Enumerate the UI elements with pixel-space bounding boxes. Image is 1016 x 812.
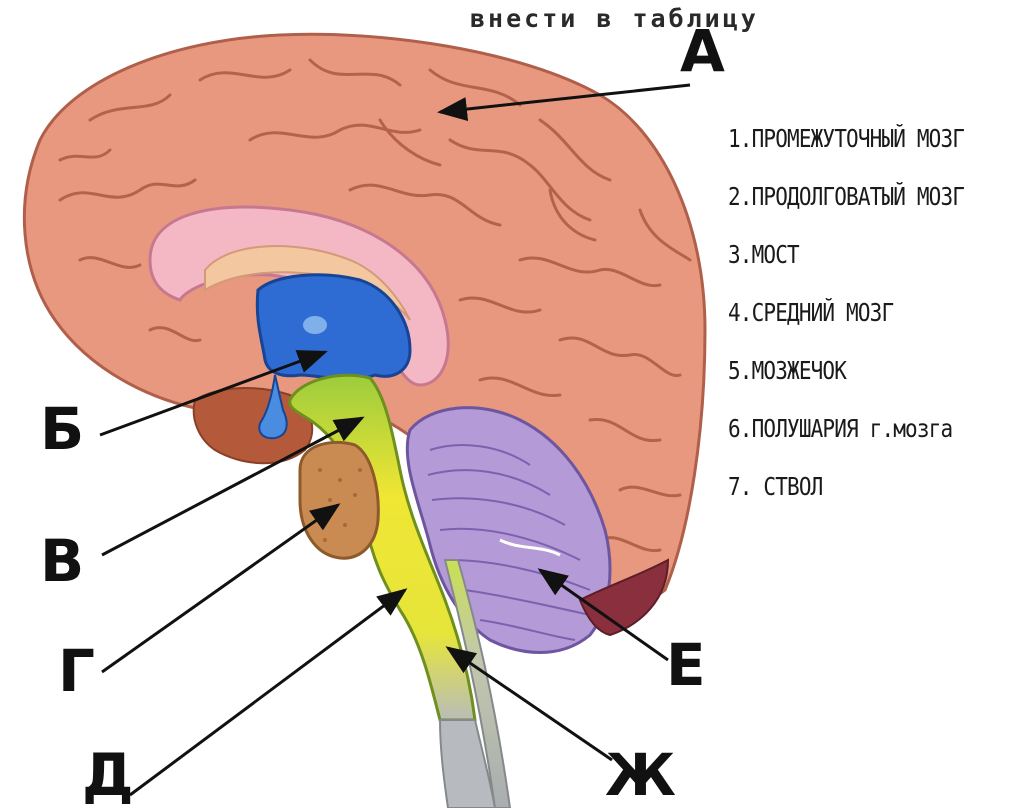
label-B: Б [40,400,84,458]
label-V: В [40,532,84,590]
pons [300,442,378,558]
label-A: А [680,22,725,80]
legend-item: 1.ПРОМЕЖУТОЧНЫЙ МОЗГ [728,124,964,154]
label-E: Е [666,636,706,694]
arrow-D [130,590,405,795]
label-ZH: Ж [605,746,676,804]
legend-item: 2.ПРОДОЛГОВАТЫЙ МОЗГ [728,182,964,212]
label-G: Г [58,642,95,700]
arrow-G [102,505,338,672]
label-D: Д [82,746,134,804]
thalamus-highlight [303,316,327,334]
legend-item: 5.МОЗЖЕЧОК [728,356,964,386]
legend-item: 6.ПОЛУШАРИЯ г.мозга [728,414,964,444]
legend-item: 3.МОСТ [728,240,964,270]
legend-item: 4.СРЕДНИЙ МОЗГ [728,298,964,328]
legend-item: 7. СТВОЛ [728,472,964,502]
legend-list: 1.ПРОМЕЖУТОЧНЫЙ МОЗГ 2.ПРОДОЛГОВАТЫЙ МОЗ… [728,124,1009,530]
